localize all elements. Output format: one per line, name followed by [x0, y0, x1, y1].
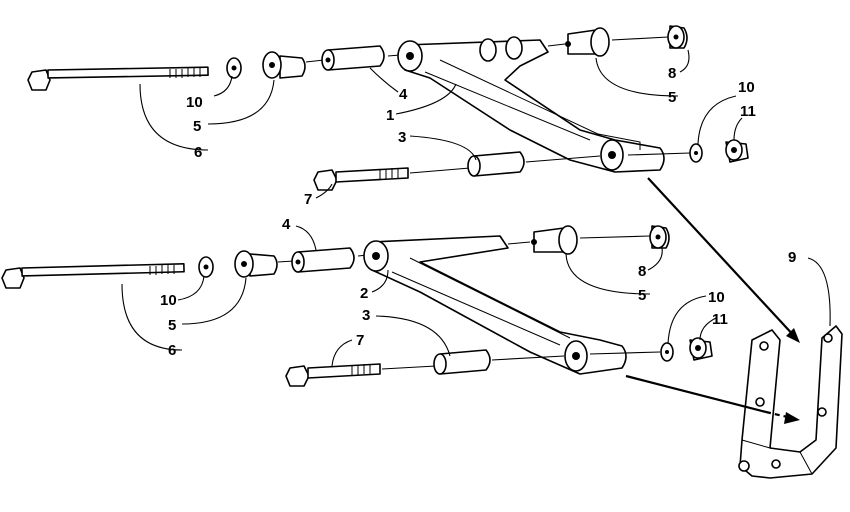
callout-3: 3: [398, 129, 406, 146]
long-bolt-lower: [1, 262, 185, 289]
callout-10: 10: [186, 94, 203, 111]
callout-5: 5: [668, 89, 676, 106]
callout-labels: 10 5 6 4 1 3 7 8 5 10 11 4 10 5 6 2 3 7 …: [160, 65, 796, 359]
callout-9: 9: [788, 249, 796, 266]
callout-7: 7: [304, 191, 312, 208]
short-bolt-upper: [313, 167, 409, 191]
spacer-upper: [321, 45, 385, 71]
callout-6: 6: [168, 342, 176, 359]
bushing-lower-right: [531, 225, 578, 255]
callout-10: 10: [738, 79, 755, 96]
long-bolt-upper: [27, 66, 209, 91]
spacer-3-upper: [467, 151, 525, 177]
callout-2: 2: [360, 285, 368, 302]
callout-3: 3: [362, 307, 370, 324]
callout-10: 10: [160, 292, 177, 309]
washer-nut-lower: [660, 337, 713, 362]
callout-5: 5: [168, 317, 176, 334]
callout-6: 6: [194, 144, 202, 161]
callout-5: 5: [638, 287, 646, 304]
washer-nut-upper: [689, 139, 749, 163]
callout-11: 11: [712, 311, 728, 328]
callout-1: 1: [386, 107, 394, 124]
mounting-bracket: [738, 325, 843, 479]
leader-lines: [121, 49, 831, 367]
callout-4: 4: [399, 86, 408, 103]
short-bolt-lower: [285, 363, 381, 387]
a-arm-upper: [397, 36, 665, 173]
bushing-upper-right: [565, 27, 610, 57]
callout-8: 8: [638, 263, 646, 280]
callout-5: 5: [193, 118, 201, 135]
callout-7: 7: [356, 332, 364, 349]
washer-lower-left: [198, 256, 214, 278]
washer-upper-left: [226, 57, 242, 79]
bushing-lower-left: [234, 250, 278, 278]
callout-10: 10: [708, 289, 725, 306]
callout-11: 11: [740, 103, 756, 120]
washer-8-upper: [667, 25, 688, 49]
spacer-lower: [291, 247, 355, 273]
callout-4: 4: [282, 216, 291, 233]
spacer-3-lower: [433, 349, 491, 375]
bushing-upper-left: [262, 51, 306, 79]
callout-8: 8: [668, 65, 676, 82]
arrow-upper-to-bracket: [647, 177, 800, 343]
a-arm-lower: [363, 235, 627, 375]
washer-8-lower: [649, 225, 670, 249]
arrow-lower-to-bracket: [625, 374, 800, 424]
